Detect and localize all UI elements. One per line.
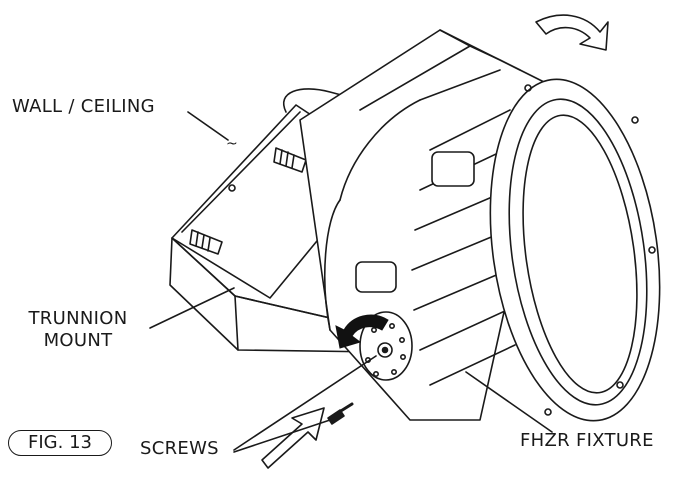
tilt-rotation-arrow bbox=[335, 314, 389, 349]
wire-loop bbox=[283, 88, 361, 113]
leader-screws-2 bbox=[233, 419, 331, 453]
figure-number-badge: FIG. 13 bbox=[8, 430, 112, 456]
leader-wall-ceiling bbox=[187, 111, 229, 141]
label-fhzr-fixture: FHZR FIXTURE bbox=[520, 430, 654, 451]
bracket-bolt-upper bbox=[273, 147, 307, 173]
label-trunnion-line2: MOUNT bbox=[43, 330, 113, 351]
leader-trunnion bbox=[149, 287, 235, 329]
label-wall-ceiling: WALL / CEILING bbox=[12, 96, 155, 117]
surface-tilde: ~ bbox=[226, 136, 238, 152]
fixture-front-ring bbox=[489, 78, 661, 422]
loose-screw bbox=[327, 402, 354, 425]
bracket-bolt-lower bbox=[189, 229, 223, 255]
rotation-direction-arrow bbox=[535, 14, 609, 51]
label-trunnion-line1: TRUNNION bbox=[28, 308, 128, 329]
trunnion-pivot bbox=[359, 311, 413, 381]
leader-screws-1 bbox=[233, 355, 377, 451]
label-trunnion-mount: TRUNNION MOUNT bbox=[8, 308, 148, 352]
insertion-direction-arrow bbox=[261, 407, 325, 469]
leader-fixture bbox=[465, 371, 553, 433]
label-screws: SCREWS bbox=[140, 438, 219, 459]
